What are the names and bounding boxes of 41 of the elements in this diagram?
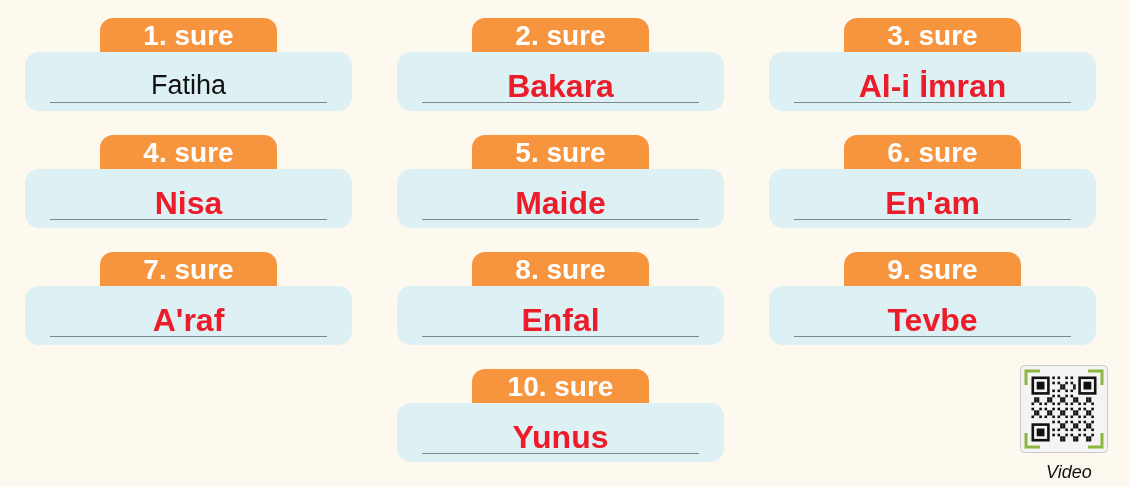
sure-number-heading: 9. sure xyxy=(887,254,978,285)
header-tab xyxy=(100,135,277,170)
header-tab xyxy=(472,369,649,404)
answer-card xyxy=(25,286,352,345)
header-tab xyxy=(472,18,649,53)
header-tab xyxy=(100,18,277,53)
header-tab xyxy=(472,252,649,287)
answer-card xyxy=(25,52,352,111)
handwritten-answer: Bakara xyxy=(507,71,614,101)
sure-number-heading: 10. sure xyxy=(507,371,614,402)
answer-card xyxy=(25,169,352,228)
sure-number-heading: 3. sure xyxy=(887,20,978,51)
handwritten-answer: Nisa xyxy=(154,188,223,218)
sure-number-heading: 6. sure xyxy=(887,137,978,168)
sure-number-heading: 5. sure xyxy=(515,137,606,168)
sure-number-heading: 8. sure xyxy=(515,254,606,285)
answer-card xyxy=(397,286,724,345)
handwritten-answer: Maide xyxy=(515,188,606,218)
sure-number-heading: 2. sure xyxy=(515,20,606,51)
answer-card xyxy=(397,169,724,228)
handwritten-answer: Al-i İmran xyxy=(858,71,1007,101)
sure-number-heading: 4. sure xyxy=(143,137,234,168)
handwritten-answer: A'raf xyxy=(152,305,225,335)
handwritten-answer: Yunus xyxy=(512,422,609,452)
handwritten-answer: Enfal xyxy=(521,305,600,335)
handwritten-answer: En'am xyxy=(885,188,980,218)
sure-number-heading: 7. sure xyxy=(143,254,234,285)
example-answer: Fatiha xyxy=(151,71,226,99)
answer-card xyxy=(397,52,724,111)
answer-card xyxy=(769,52,1096,111)
header-tab xyxy=(472,135,649,170)
answer-card xyxy=(769,169,1096,228)
answer-card xyxy=(397,403,724,462)
header-tab xyxy=(844,135,1021,170)
video-caption: Video xyxy=(1046,462,1092,482)
sure-number-heading: 1. sure xyxy=(143,20,234,51)
handwritten-answer: Tevbe xyxy=(887,305,978,335)
answer-card xyxy=(769,286,1096,345)
header-tab xyxy=(100,252,277,287)
header-tab xyxy=(844,252,1021,287)
header-tab xyxy=(844,18,1021,53)
